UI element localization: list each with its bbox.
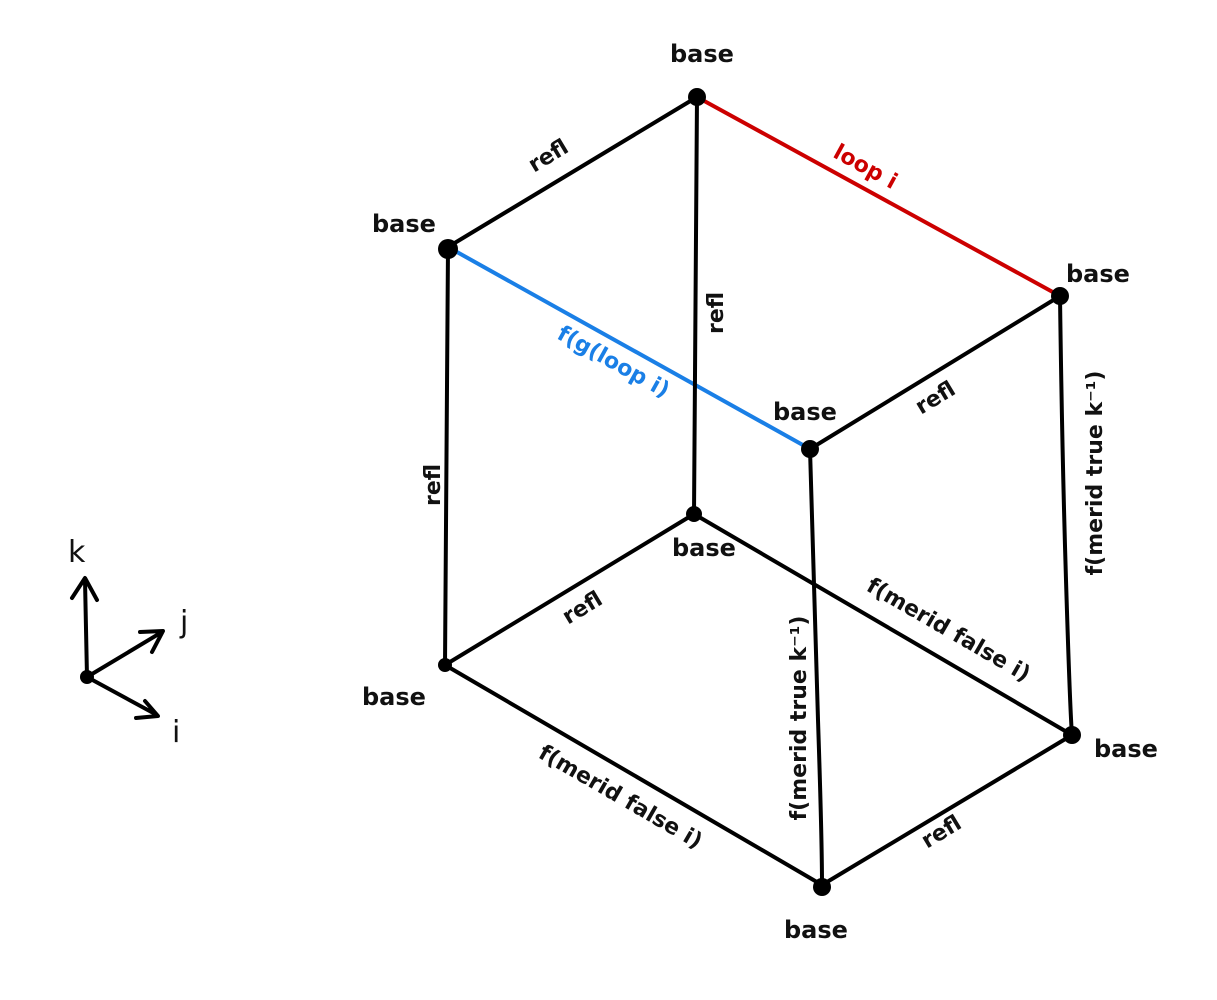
edge-right-vertical [1058, 294, 1074, 737]
vertex-label-bottom-back: base [672, 534, 736, 562]
vertex-dot-bottom-front [813, 878, 831, 896]
edge-label-top-left-back: refl [524, 135, 573, 178]
axis-indicator [70, 576, 165, 720]
vertex-label-top-back: base [670, 40, 734, 68]
vertex-dot-top-back [688, 88, 706, 106]
edge-top-left-front-fgloop [446, 245, 812, 451]
edge-label-right-vertical: f(merid true k⁻¹) [1083, 371, 1108, 576]
vertex-label-top-front: base [773, 398, 837, 426]
edge-top-front-right [808, 294, 1062, 451]
vertex-label-bottom-left: base [362, 683, 426, 711]
i-arrow-icon [85, 675, 160, 720]
vertex-dot-bottom-left [438, 658, 452, 672]
edge-label-left-vertical: refl [421, 464, 446, 506]
vertex-dot-top-front [801, 440, 819, 458]
edge-top-back-right-loop [695, 95, 1062, 298]
edge-left-vertical [443, 245, 450, 667]
edge-bottom-back-right [692, 512, 1074, 737]
axis-label-i: i [172, 715, 180, 750]
k-arrow-icon [70, 576, 99, 679]
edge-bottom-front-right [820, 733, 1074, 887]
edge-label-bottom-left-front: f(merid false i) [534, 740, 706, 854]
vertex-label-bottom-front: base [784, 916, 848, 944]
edge-label-bottom-back-right: f(merid false i) [862, 573, 1034, 687]
vertex-label-top-left: base [372, 210, 436, 238]
axis-label-j: j [179, 605, 188, 640]
vertex-dot-top-left [438, 239, 458, 259]
edge-bottom-left-front [443, 663, 824, 887]
edge-back-vertical [692, 95, 699, 516]
edge-label-front-vertical: f(merid true k⁻¹) [787, 616, 812, 821]
vertex-dot-bottom-back [686, 506, 702, 522]
edge-bottom-left-back [443, 512, 696, 667]
edge-top-left-back [446, 95, 699, 249]
axis-label-k: k [68, 535, 86, 570]
edge-front-vertical [808, 447, 824, 887]
j-arrow-icon [85, 629, 165, 679]
edge-label-loop-i: loop i [829, 140, 901, 195]
vertex-dot-top-right [1051, 287, 1069, 305]
vertex-label-top-right: base [1066, 260, 1130, 288]
vertex-label-bottom-right: base [1094, 735, 1158, 763]
vertex-dot-bottom-right [1063, 726, 1081, 744]
edge-label-back-vertical: refl [704, 292, 729, 334]
edge-label-bottom-front-right: refl [917, 811, 966, 854]
